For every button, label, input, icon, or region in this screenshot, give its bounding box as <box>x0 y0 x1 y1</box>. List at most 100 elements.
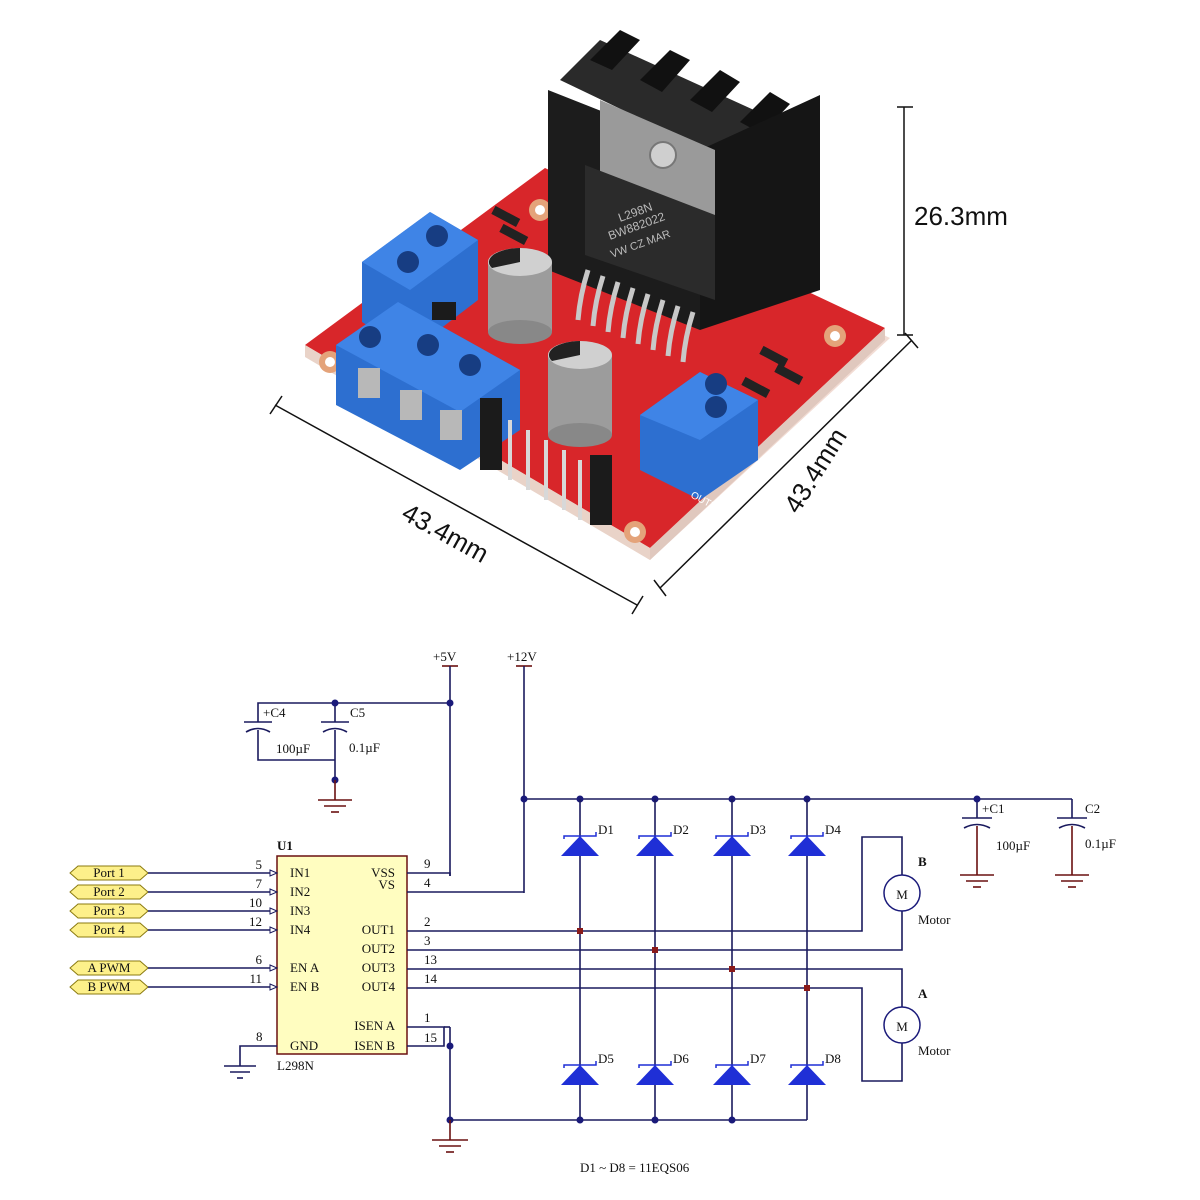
input-arrow-icon <box>269 926 279 934</box>
diode: D1 <box>561 822 614 856</box>
diode: D8 <box>788 1051 841 1085</box>
pin-name: OUT4 <box>362 979 396 994</box>
motor-caption: Motor <box>918 1043 951 1058</box>
schematic: +5V +12V +C4 100µF C5 0.1µF <box>69 649 1116 1175</box>
port-label: Port 2 <box>93 884 124 899</box>
l298n-chip: U1 L298N IN1 IN2 IN3 IN4 EN A EN B GND V… <box>276 838 408 1073</box>
pin-name: VSS <box>371 865 395 880</box>
pin-name: OUT3 <box>362 960 395 975</box>
pin-number: 4 <box>424 875 431 890</box>
cap-ref: C2 <box>1085 801 1100 816</box>
port-label: Port 3 <box>93 903 124 918</box>
pin-name: OUT2 <box>362 941 395 956</box>
pin-number: 12 <box>249 914 262 929</box>
pin-number: 5 <box>256 857 263 872</box>
pin-name: EN B <box>290 979 320 994</box>
diode: D6 <box>636 1051 689 1085</box>
pin-number: 13 <box>424 952 437 967</box>
pin-number: 7 <box>256 876 263 891</box>
port-signal: Port 1 5 <box>69 857 279 881</box>
motor-symbol: M <box>896 1019 908 1034</box>
pin-number: 8 <box>256 1029 263 1044</box>
mounting-hole <box>319 351 341 373</box>
electrolytic-capacitor <box>548 341 612 447</box>
motor-a: M A Motor <box>883 986 951 1058</box>
diode: D7 <box>713 1051 766 1085</box>
port-signal: Port 2 7 <box>69 876 279 900</box>
dimension-depth-label: 43.4mm <box>778 423 853 519</box>
pin-number: 9 <box>424 856 431 871</box>
pin-name: IN2 <box>290 884 310 899</box>
port-signal: Port 3 10 <box>69 895 279 919</box>
pin-name: IN3 <box>290 903 310 918</box>
pin-name: EN A <box>290 960 320 975</box>
pin-number: 14 <box>424 971 438 986</box>
cap-value: 0.1µF <box>349 740 380 755</box>
pin-number: 10 <box>249 895 262 910</box>
cap-ref: +C4 <box>263 705 286 720</box>
pin-number: 1 <box>424 1010 431 1025</box>
pin-number: 15 <box>424 1030 437 1045</box>
pin-name: VS <box>378 877 395 892</box>
port-label: B PWM <box>88 979 131 994</box>
motor-label: A <box>918 986 928 1001</box>
cap-value: 100µF <box>276 741 310 756</box>
junction-node <box>652 947 658 953</box>
port-label: A PWM <box>88 960 131 975</box>
diode: D3 <box>713 822 766 856</box>
motor-caption: Motor <box>918 912 951 927</box>
diode-ref: D4 <box>825 822 841 837</box>
ground-symbol: 8 <box>224 1029 277 1079</box>
diode-ref: D6 <box>673 1051 689 1066</box>
input-arrow-icon <box>269 888 279 896</box>
capacitor-c4: +C4 100µF <box>244 702 450 761</box>
input-arrow-icon <box>269 869 279 877</box>
pin-name: IN4 <box>290 922 311 937</box>
junction-node <box>804 985 810 991</box>
ground-symbol <box>318 780 352 813</box>
diode: D4 <box>788 822 841 856</box>
diode-ref: D2 <box>673 822 689 837</box>
diode: D2 <box>636 822 689 856</box>
pin-name: GND <box>290 1038 318 1053</box>
diode: D5 <box>561 1051 614 1085</box>
terminal-block-3pin <box>336 302 520 470</box>
input-arrow-icon <box>269 907 279 915</box>
ground-symbol <box>432 1120 468 1153</box>
capacitor-c5: C5 0.1µF <box>321 703 380 780</box>
heatsink: L298N BW882022 VW CZ MAR <box>548 30 820 363</box>
dimension-width-label: 43.4mm <box>397 497 494 569</box>
chip-part: L298N <box>277 1058 314 1073</box>
input-arrow-icon <box>269 983 279 991</box>
motor-b: M B Motor <box>883 854 951 927</box>
screw-icon <box>649 141 677 169</box>
pin-name: OUT1 <box>362 922 395 937</box>
terminal-block-2pin <box>640 372 758 500</box>
port-label: Port 1 <box>93 865 124 880</box>
diode-part-note: D1 ~ D8 = 11EQS06 <box>580 1160 690 1175</box>
input-arrow-icon <box>269 964 279 972</box>
pin-name: ISEN B <box>354 1038 395 1053</box>
capacitor-c1: +C1 100µF <box>960 799 1030 888</box>
diode-ref: D8 <box>825 1051 841 1066</box>
pin-name: IN1 <box>290 865 310 880</box>
capacitor-c2: C2 0.1µF <box>1055 801 1116 888</box>
motor-symbol: M <box>896 887 908 902</box>
port-label: Port 4 <box>93 922 125 937</box>
pin-number: 3 <box>424 933 431 948</box>
electrolytic-capacitor <box>488 248 552 344</box>
junction-node <box>577 928 583 934</box>
mounting-hole <box>824 325 846 347</box>
cap-value: 100µF <box>996 838 1030 853</box>
pin-number: 11 <box>249 971 262 986</box>
pin-number: 2 <box>424 914 431 929</box>
motor-label: B <box>918 854 927 869</box>
junction-node <box>729 966 735 972</box>
cap-value: 0.1µF <box>1085 836 1116 851</box>
diode-ref: D7 <box>750 1051 766 1066</box>
supply-12v-label: +12V <box>507 649 537 664</box>
cap-ref: C5 <box>350 705 365 720</box>
chip-ref: U1 <box>277 838 293 853</box>
diode-ref: D5 <box>598 1051 614 1066</box>
